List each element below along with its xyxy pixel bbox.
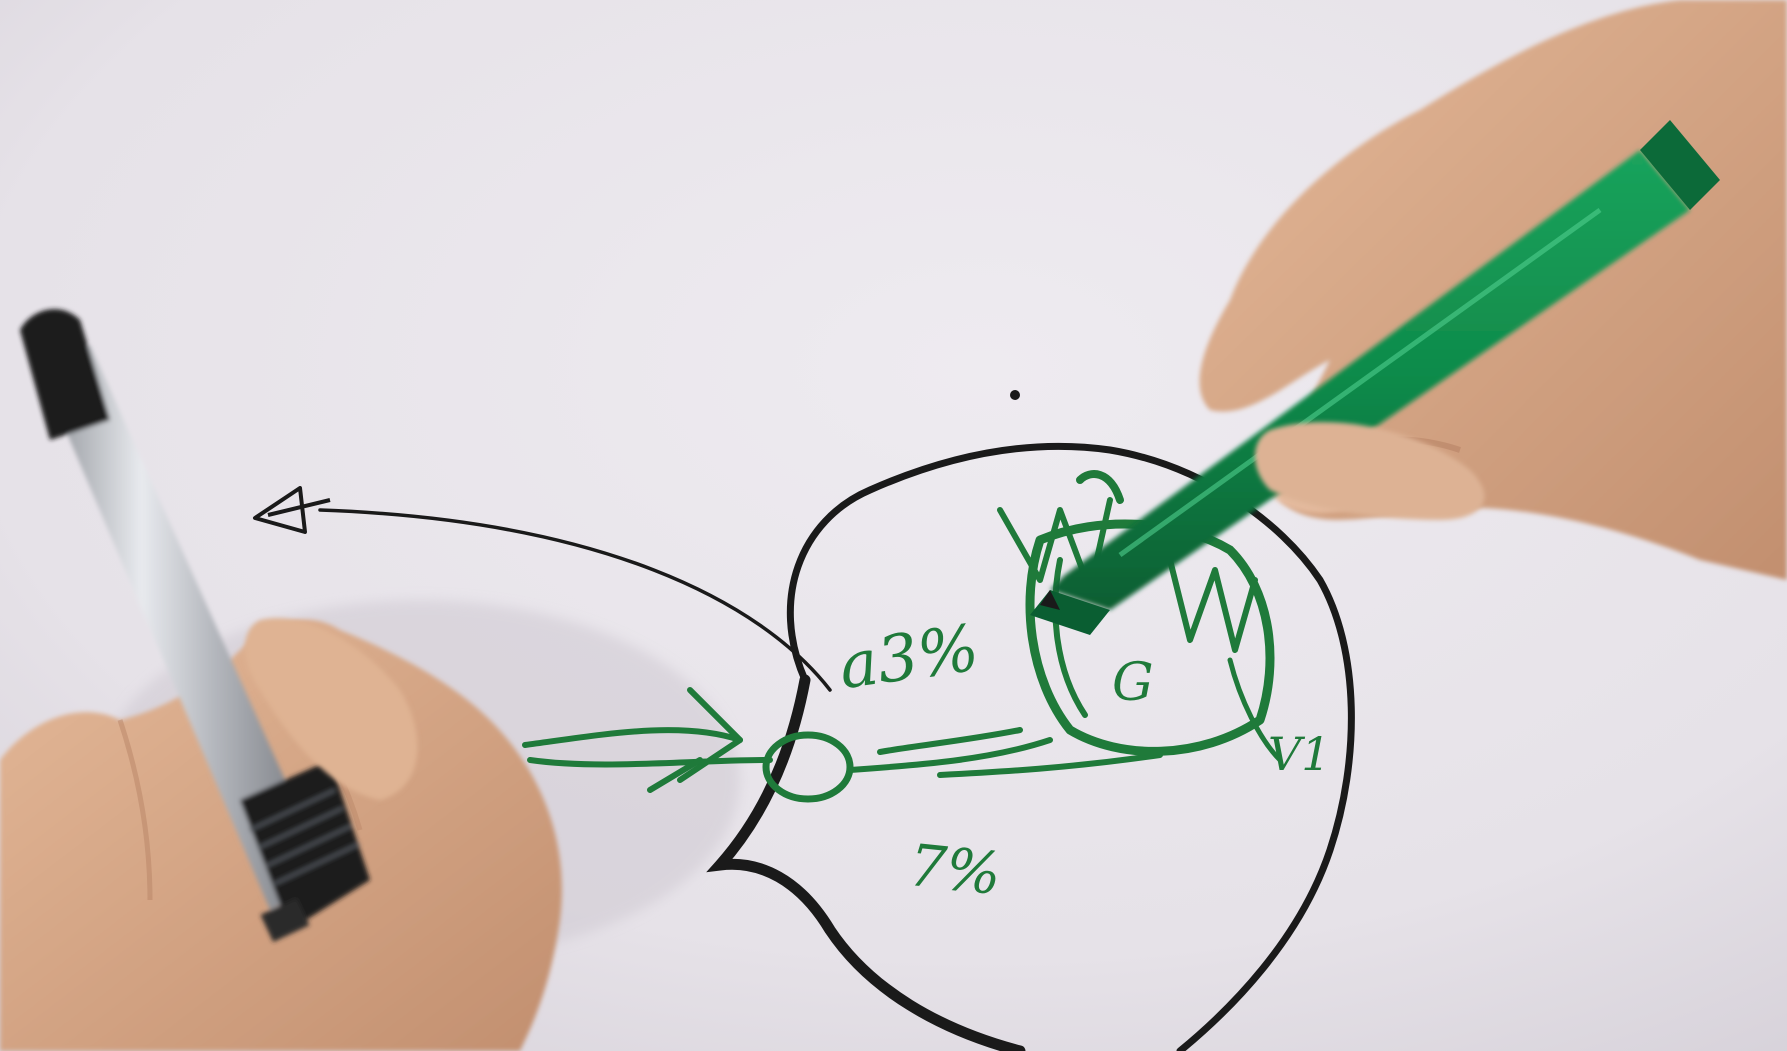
lower-percent-label: 7% [906,831,1005,908]
letter-v1-label: V1 [1268,727,1331,781]
letter-g-label: G [1112,653,1154,713]
ink-dot [1010,390,1020,400]
